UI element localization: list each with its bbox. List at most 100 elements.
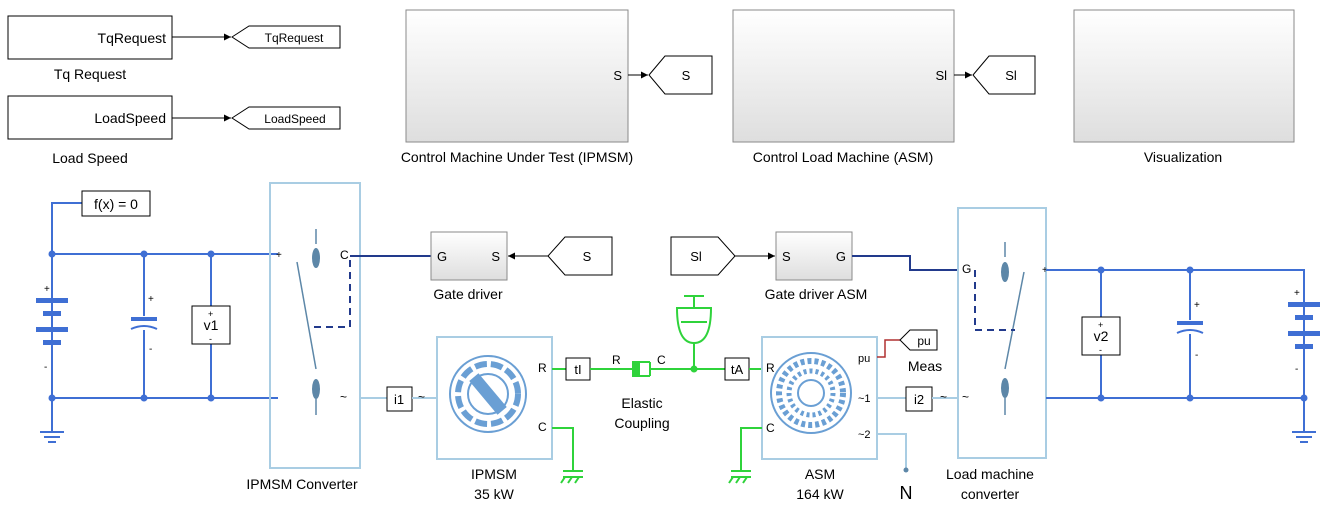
svg-text:pu: pu [917, 334, 930, 348]
elastic-coupling-name-1: Elastic [621, 395, 662, 411]
tq-request-goto-tag[interactable]: TqRequest [231, 25, 341, 49]
svg-text:v1: v1 [204, 317, 219, 333]
svg-text:G: G [962, 262, 971, 276]
svg-text:+: + [1194, 300, 1200, 311]
ipmsm-motor-icon [449, 355, 527, 433]
gate-driver-asm-g-wire [852, 255, 958, 271]
svg-text:LoadSpeed: LoadSpeed [264, 112, 325, 126]
current-sensor-i2[interactable]: i2 [905, 386, 933, 412]
asm-neutral-wire [877, 433, 907, 470]
meas-goto-tag[interactable]: pu [899, 329, 938, 351]
right-ground-icon [1292, 431, 1316, 443]
svg-text:Sl: Sl [690, 249, 702, 264]
ipmsm-converter-gate-link [311, 260, 351, 328]
gate-driver-asm-from-tag[interactable]: Sl [670, 236, 736, 276]
gate-driver-block[interactable]: G S [430, 231, 508, 281]
svg-text:f(x) = 0: f(x) = 0 [94, 196, 138, 212]
inertia-icon [675, 295, 713, 369]
asm-rating: 164 kW [796, 486, 844, 502]
svg-text:~1: ~1 [858, 393, 871, 405]
svg-text:Sl: Sl [1005, 68, 1017, 83]
svg-text:i2: i2 [914, 392, 924, 407]
control-load-machine-subsystem[interactable]: Sl [732, 9, 955, 143]
svg-text:C: C [766, 421, 775, 435]
load-converter-switch-icon [1001, 242, 1025, 415]
svg-text:R: R [766, 361, 775, 375]
control-load-goto-tag[interactable]: Sl [972, 55, 1036, 95]
ipmsm-converter-block[interactable]: + C ~ [269, 182, 361, 469]
load-machine-converter-block[interactable]: + G ~ [957, 207, 1048, 459]
asm-motor-icon [770, 352, 852, 434]
load-converter-gate-link [974, 270, 1015, 331]
svg-text:C: C [340, 248, 349, 262]
svg-text:-: - [149, 344, 152, 355]
svg-text:S: S [782, 249, 791, 264]
torque-sensor-ta[interactable]: tA [724, 357, 750, 381]
load-speed-goto-tag[interactable]: LoadSpeed [231, 106, 341, 130]
visualization-subsystem[interactable] [1073, 9, 1295, 143]
left-ground-icon [40, 431, 64, 443]
right-dc-wiring [1046, 266, 1308, 432]
left-battery-icon: + - [36, 282, 68, 373]
asm-machine-block[interactable]: R C pu ~1 ~2 [761, 336, 878, 460]
svg-text:-: - [44, 362, 47, 373]
svg-text:tI: tI [574, 362, 581, 377]
neutral-label: N [900, 483, 913, 503]
svg-text:~2: ~2 [858, 429, 871, 441]
svg-text:-: - [1295, 364, 1298, 375]
voltage-sensor-v1[interactable]: v1 + - [191, 305, 231, 345]
left-dc-wiring [48, 202, 278, 432]
svg-text:tA: tA [731, 362, 744, 377]
svg-text:C: C [538, 420, 547, 434]
control-mut-port-label: S [613, 68, 622, 83]
gate-driver-from-tag[interactable]: S [547, 236, 613, 276]
ipmsm-converter-caption: IPMSM Converter [246, 476, 358, 492]
tq-request-caption: Tq Request [54, 66, 126, 82]
svg-text:-: - [209, 334, 212, 344]
solver-configuration-block[interactable]: f(x) = 0 [81, 190, 151, 217]
svg-text:+: + [276, 250, 282, 261]
control-machine-under-test-subsystem[interactable]: S [405, 9, 629, 143]
svg-text:S: S [682, 68, 691, 83]
meas-label: Meas [908, 358, 942, 374]
torque-sensor-ti[interactable]: tI [565, 357, 591, 381]
control-load-port-label: Sl [935, 68, 947, 83]
voltage-sensor-v2[interactable]: v2 + - [1081, 316, 1121, 356]
svg-text:~: ~ [962, 390, 969, 404]
load-speed-block[interactable]: LoadSpeed [7, 95, 173, 140]
ipmsm-converter-switch-icon [296, 229, 320, 415]
gate-driver-asm-block[interactable]: S G [775, 231, 853, 281]
svg-text:S: S [583, 249, 592, 264]
right-battery-icon: + - [1288, 288, 1320, 375]
elastic-coupling-block[interactable]: R C [612, 353, 666, 377]
svg-text:-: - [1099, 345, 1102, 355]
asm-pu-signal [877, 339, 900, 358]
control-load-caption: Control Load Machine (ASM) [753, 149, 934, 165]
svg-text:G: G [437, 249, 447, 264]
svg-text:~: ~ [340, 390, 347, 404]
svg-text:C: C [657, 353, 666, 367]
svg-text:+: + [148, 294, 154, 305]
svg-text:+: + [1294, 288, 1300, 299]
svg-text:-: - [1195, 350, 1198, 361]
svg-text:S: S [491, 249, 500, 264]
svg-text:TqRequest: TqRequest [265, 31, 324, 45]
tq-request-port-label: TqRequest [98, 30, 167, 46]
svg-text:+: + [1042, 265, 1048, 276]
visualization-caption: Visualization [1144, 149, 1222, 165]
ipmsm-machine-block[interactable]: R C [436, 336, 553, 460]
ipmsm-rating: 35 kW [474, 486, 514, 502]
load-speed-port-label: LoadSpeed [94, 110, 166, 126]
control-mut-goto-tag[interactable]: S [648, 55, 713, 95]
asm-mech-ground [728, 427, 762, 484]
right-capacitor-icon: + - [1176, 300, 1204, 361]
tq-request-block[interactable]: TqRequest [7, 15, 173, 60]
svg-text:pu: pu [858, 353, 870, 365]
svg-text:+: + [44, 284, 50, 295]
ipmsm-name: IPMSM [471, 466, 517, 482]
svg-text:+: + [208, 309, 213, 319]
svg-text:~: ~ [418, 390, 425, 404]
current-sensor-i1[interactable]: i1 [386, 386, 413, 412]
load-converter-caption-2: converter [961, 486, 1020, 502]
